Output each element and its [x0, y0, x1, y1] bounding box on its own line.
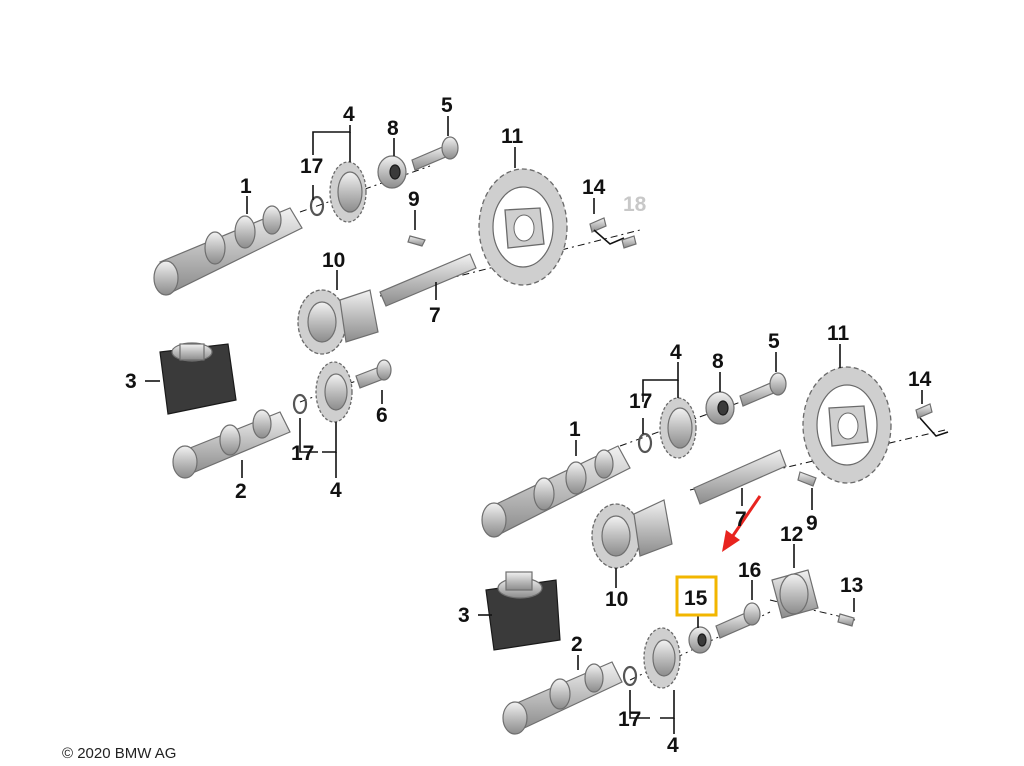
- bolt-5: [739, 372, 787, 407]
- callout-15: 15: [684, 587, 708, 610]
- callout-16: 16: [738, 559, 761, 582]
- callout-11: 11: [827, 322, 850, 345]
- callout-7: 7: [735, 508, 747, 531]
- callout-14: 14: [582, 176, 606, 199]
- copyright-text: © 2020 BMW AG: [62, 745, 176, 762]
- callout-9: 9: [408, 188, 420, 211]
- callout-4: 4: [343, 103, 355, 126]
- screw-14: [915, 403, 933, 419]
- callout-9: 9: [806, 512, 818, 535]
- sprocket-wheel-11: [478, 168, 568, 286]
- bolt-16: [715, 602, 761, 639]
- callout-17-lower: 17: [291, 442, 314, 465]
- callout-13: 13: [840, 574, 863, 597]
- shaft-7: [379, 253, 477, 307]
- callout-10: 10: [322, 249, 345, 272]
- bolt-5: [411, 136, 459, 171]
- bolt-6: [355, 359, 392, 389]
- camshaft-upper-1: [153, 205, 303, 296]
- callout-17-lower: 17: [618, 708, 641, 731]
- callout-3: 3: [125, 370, 137, 393]
- callout-12: 12: [780, 523, 803, 546]
- callout-4: 4: [670, 341, 682, 364]
- sprocket-wheel-11: [802, 366, 892, 484]
- sprocket-gear-4-lower: [643, 627, 681, 689]
- callout-1: 1: [240, 175, 252, 198]
- lower-assembly: [478, 344, 949, 735]
- camshaft-upper-2: [172, 409, 291, 479]
- callout-6: 6: [376, 404, 388, 427]
- camshaft-lower-2: [502, 661, 623, 735]
- lower-callouts: 1 2 3 4 4 5 7 8 9 10 11 12 13 14 15 16 1…: [458, 322, 932, 757]
- callout-4-lower: 4: [667, 734, 679, 757]
- actuator-3: [159, 342, 237, 415]
- screw-14: [589, 217, 607, 233]
- callout-5: 5: [768, 330, 780, 353]
- callout-18: 18: [623, 193, 647, 216]
- callout-4-lower: 4: [330, 479, 342, 502]
- sprocket-gear-4: [659, 397, 697, 459]
- callout-1: 1: [569, 418, 581, 441]
- callout-8: 8: [387, 117, 399, 140]
- sprocket-gear-4: [329, 161, 367, 223]
- screw-18: [621, 235, 637, 249]
- callout-2: 2: [235, 480, 247, 503]
- bolt-9: [407, 235, 426, 247]
- callout-14: 14: [908, 368, 932, 391]
- callout-2: 2: [571, 633, 583, 656]
- bearing-15: [688, 626, 712, 654]
- upper-assembly: [145, 116, 641, 479]
- bearing-8: [377, 155, 407, 189]
- actuator-3: [485, 571, 561, 651]
- callout-17: 17: [629, 390, 652, 413]
- ring-washer-17: [309, 195, 325, 217]
- bolt-13: [837, 613, 855, 627]
- callout-11: 11: [501, 125, 524, 148]
- camshaft-lower-1: [481, 445, 631, 538]
- callout-17: 17: [300, 155, 323, 178]
- upper-callouts: 1 2 3 4 4 5 6 7 8 9 10 11 14 17 17 18: [125, 94, 647, 503]
- ring-washer-17-lower: [622, 665, 638, 687]
- drive-gear-10: [297, 289, 379, 355]
- callout-5: 5: [441, 94, 453, 117]
- callout-8: 8: [712, 350, 724, 373]
- ring-washer-17: [637, 432, 653, 454]
- bolt-9: [797, 471, 817, 487]
- highlight-box-15: [675, 575, 718, 617]
- callout-3: 3: [458, 604, 470, 627]
- bearing-8: [705, 391, 735, 425]
- ring-washer-17-lower: [292, 393, 308, 415]
- flange-12: [771, 569, 819, 619]
- sprocket-gear-4-lower: [315, 361, 353, 423]
- drive-gear-10: [591, 499, 673, 569]
- callout-10: 10: [605, 588, 628, 611]
- callout-7: 7: [429, 304, 441, 327]
- shaft-7: [693, 449, 787, 505]
- red-arrow-indicator: [722, 495, 762, 552]
